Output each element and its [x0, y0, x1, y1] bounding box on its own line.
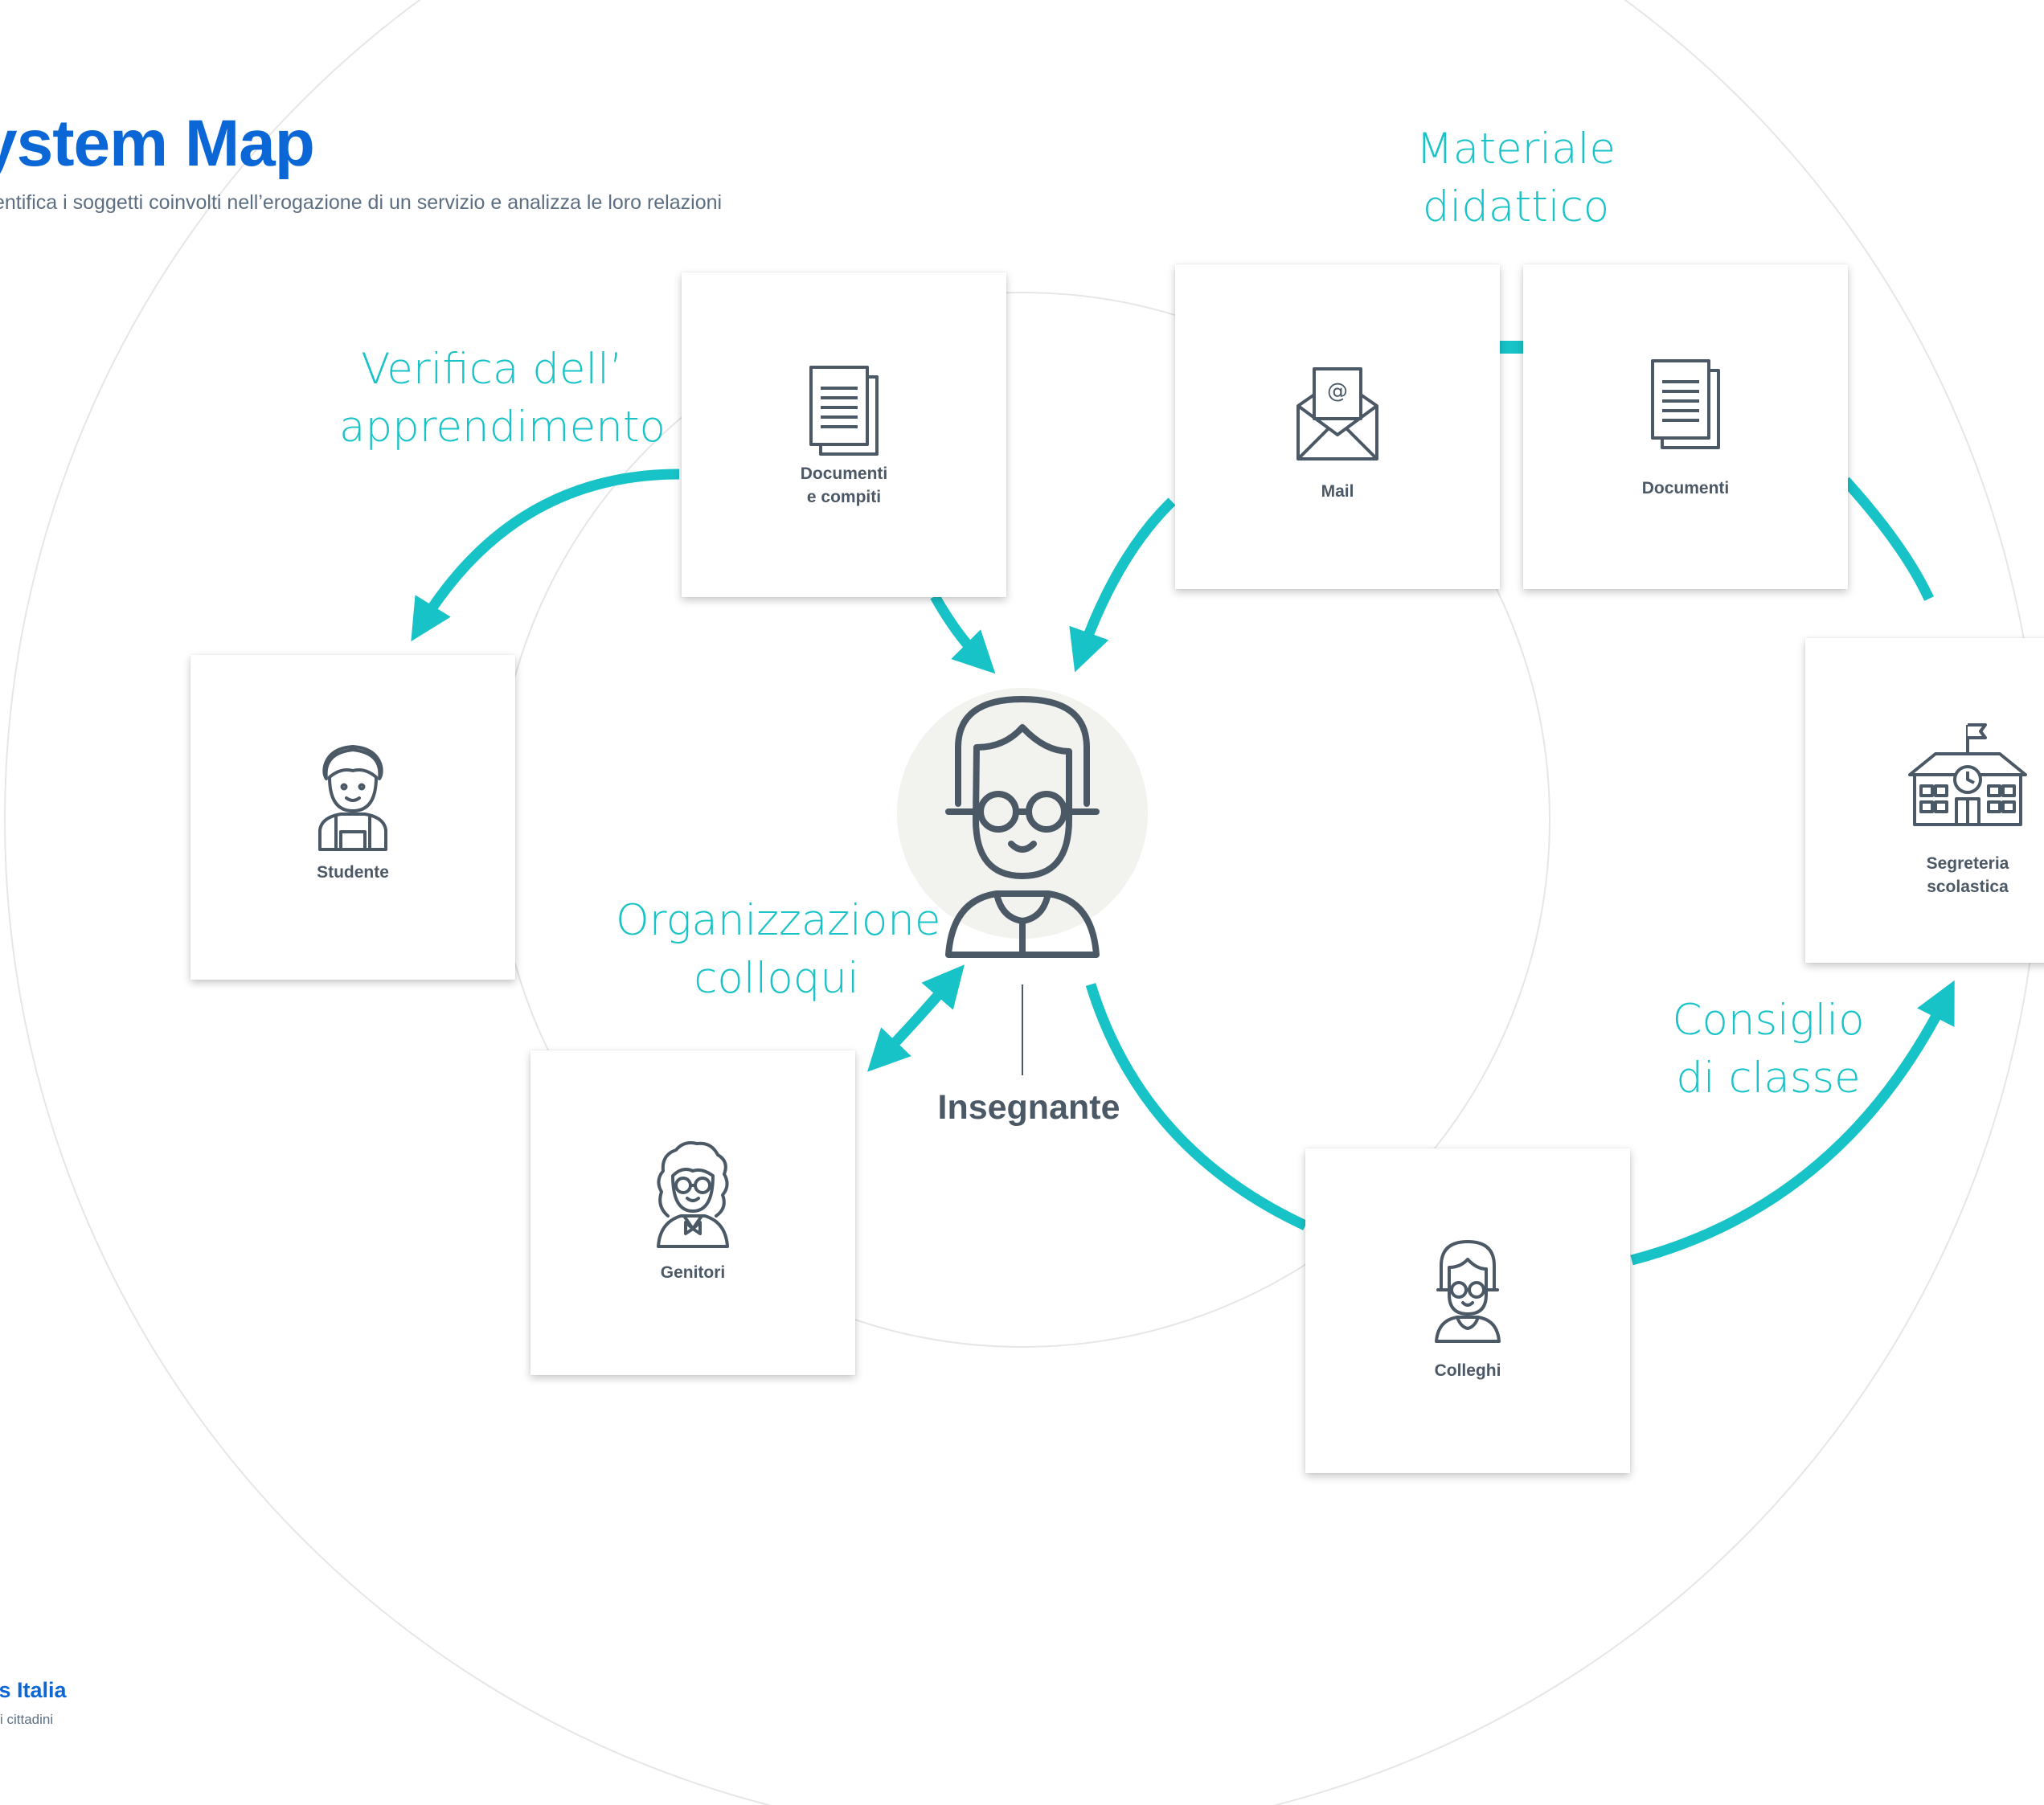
flow-label-organizzazione-line1: Organizzazione — [616, 896, 941, 945]
node-studente[interactable]: Studente — [190, 655, 515, 980]
arrow-organizzazione-colloqui — [867, 964, 965, 1072]
node-label-line2: e compiti — [806, 488, 882, 506]
teacher-avatar-icon — [945, 696, 1100, 958]
brand-tagline: i cittadini — [0, 1712, 54, 1727]
node-documenti-compiti[interactable]: Documenti e compiti — [682, 272, 1006, 597]
node-label-line2: scolastica — [1927, 878, 2009, 896]
node-label-line1: Studente — [317, 863, 389, 882]
node-label-line1: Segreteria — [1926, 854, 2009, 873]
flow-label-consiglio: Consiglio di classe — [1648, 992, 1889, 1107]
node-label: Colleghi — [1305, 1359, 1630, 1382]
mail-envelope-icon: @ — [1296, 367, 1378, 460]
connector-insegnante-to-colleghi — [1085, 983, 1308, 1230]
node-genitori[interactable]: Genitori — [530, 1050, 855, 1375]
node-label-line1: Documenti — [1641, 479, 1730, 497]
node-segreteria[interactable]: Segreteria scolastica — [1805, 638, 2044, 963]
node-label-line1: Mail — [1321, 482, 1354, 501]
connector-documenti-to-segreteria — [1841, 477, 1934, 601]
document-icon — [809, 366, 879, 456]
node-label: Documenti — [1523, 477, 1848, 500]
arrow-consiglio-to-segreteria — [1630, 980, 1955, 1266]
page-title: ystem Map — [0, 107, 315, 180]
school-building-icon — [1908, 723, 2027, 826]
document-icon — [1651, 359, 1720, 449]
flow-label-consiglio-line1: Consiglio — [1672, 996, 1865, 1045]
flow-label-verifica-line1: Verifica dell’ — [361, 345, 623, 394]
flow-label-verifica-line2: apprendimento — [339, 403, 666, 452]
page-subtitle: entifica i soggetti coinvolti nell’eroga… — [0, 191, 723, 214]
node-documenti[interactable]: Documenti — [1523, 264, 1848, 589]
node-mail[interactable]: @ Mail — [1175, 264, 1500, 589]
node-label: Segreteria scolastica — [1805, 852, 2044, 898]
flow-label-materiale: Materiale didattico — [1355, 121, 1677, 236]
student-avatar-icon — [318, 745, 387, 851]
flow-label-organizzazione: Organizzazione colloqui — [616, 892, 941, 1008]
node-label-line1: Colleghi — [1434, 1361, 1501, 1380]
node-label: Studente — [190, 861, 515, 884]
node-label-line1: Genitori — [660, 1263, 726, 1282]
node-label: Mail — [1175, 480, 1500, 503]
node-label: Genitori — [530, 1261, 855, 1284]
node-colleghi[interactable]: Colleghi — [1305, 1148, 1630, 1473]
arrow-verifica-to-studente — [411, 469, 680, 642]
center-actor-label: Insegnante — [937, 1088, 1120, 1127]
arrow-documenti-to-insegnante — [930, 593, 996, 674]
node-label-line1: Documenti — [800, 465, 888, 483]
brand-name: rs Italia — [0, 1678, 67, 1702]
colleague-avatar-icon — [1435, 1240, 1501, 1343]
parent-avatar-icon — [657, 1141, 729, 1248]
svg-text:@: @ — [1327, 379, 1348, 403]
node-label: Documenti e compiti — [682, 462, 1006, 509]
flow-label-consiglio-line2: di classe — [1676, 1054, 1861, 1103]
flow-label-materiale-line2: didattico — [1422, 182, 1610, 231]
flow-label-organizzazione-line2: colloqui — [694, 954, 859, 1003]
flow-label-verifica: Verifica dell’ apprendimento — [339, 341, 666, 456]
arrow-mail-to-insegnante — [1069, 497, 1176, 673]
flow-label-materiale-line1: Materiale — [1416, 125, 1616, 174]
